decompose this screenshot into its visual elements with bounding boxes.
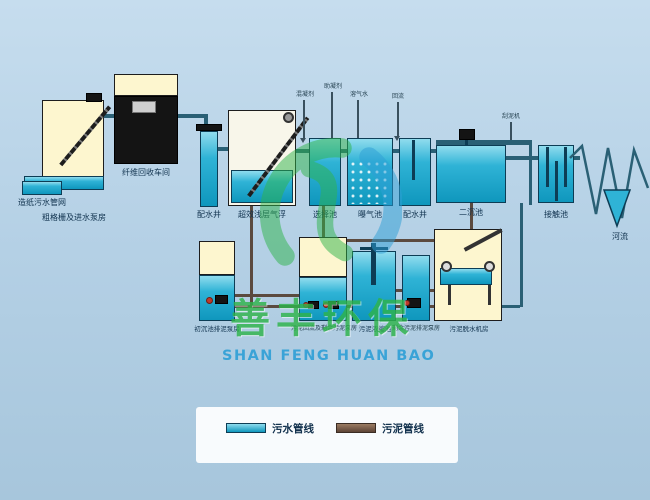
dosing2-label: 助凝剂 [323, 83, 342, 90]
coarse-screen-label: 粗格栅及进水泵房 [42, 213, 106, 222]
pipe-screen-to-fiber [96, 114, 114, 118]
distribution-well-2 [399, 138, 431, 206]
return-pump-2-motor [323, 302, 329, 308]
air-line [357, 100, 359, 138]
pipe-dewater-filtrate [502, 305, 520, 308]
coarse-screen-building [42, 100, 104, 180]
river-label: 河流 [612, 232, 628, 241]
primary-pump [215, 295, 228, 304]
primary-pump-wetwell [199, 275, 235, 321]
scraper-label: 刮泥机 [501, 113, 520, 120]
pipe-drop-well1 [204, 114, 208, 130]
sludge-pipe-primary-to-return [235, 294, 299, 297]
sludge-pipe-daf-down [250, 206, 253, 308]
belt-press-roller [484, 261, 495, 272]
well1-label: 配水井 [197, 210, 221, 219]
sludge-thickener [352, 251, 396, 321]
clarifier-bridge [436, 140, 532, 145]
screen-motor [86, 93, 102, 102]
scraper-line [510, 122, 512, 140]
primary-pump-motor [206, 297, 213, 304]
excess-pump-wetwell [402, 255, 430, 321]
fiber-recovery-label: 纤维回收车间 [122, 168, 170, 177]
pipe-clarifier-to-contact [506, 156, 538, 160]
clarifier-drive [459, 129, 475, 140]
return-line [397, 102, 399, 136]
fiber-recovery-equipment [132, 101, 156, 113]
sludge-pipe-pump-to-dewater [430, 289, 434, 292]
pipe-well2-to-clarifier [431, 149, 436, 153]
press-leg [488, 285, 491, 305]
arrow-down-icon [300, 138, 306, 143]
excess-pump-motor [404, 300, 410, 306]
return-label: 回流 [391, 93, 404, 100]
return-pump-label: 污泥回流及剩余污泥泵房 [290, 325, 357, 332]
well2-label: 配水井 [403, 210, 427, 219]
contact-baffle [555, 161, 558, 201]
pipe-contact-to-river [574, 156, 580, 160]
sewage-line-label: 污水管线 [272, 423, 314, 435]
fiber-recovery-roof [114, 74, 178, 96]
pipe-aeration-to-well2 [393, 149, 399, 153]
watermark-company-name: 善丰环保 [230, 296, 414, 342]
company-logo-watermark [259, 137, 402, 266]
contact-baffle [564, 147, 567, 187]
well1-cap [196, 124, 222, 131]
press-leg [448, 285, 451, 305]
clarifier-label: 二沉池 [459, 208, 483, 217]
sludge-pipe-clarifier-down [470, 203, 473, 240]
dosing1-line [303, 100, 305, 138]
contact-label: 接触池 [544, 210, 568, 219]
legend-panel [196, 407, 458, 463]
river-outfall-graphic [569, 143, 650, 229]
distribution-well-1 [200, 131, 218, 207]
daf-pulley [283, 112, 294, 123]
watermark-company-name-pinyin: SHAN FENG HUAN BAO [222, 348, 436, 364]
arrow-down-icon [394, 136, 400, 141]
return-pump-wetwell [299, 277, 347, 321]
sewage-line-swatch [226, 423, 266, 433]
dosing1-label: 混凝剂 [295, 91, 314, 98]
pipe-network-label: 造纸污水管网 [18, 198, 66, 207]
air-label: 溶气水 [349, 91, 368, 98]
well2-weir [412, 140, 415, 180]
sludge-line-swatch [336, 423, 376, 433]
primary-pump-label: 初沉池排泥泵房 [194, 325, 240, 333]
dewatering-label: 污泥脱水机房 [449, 325, 489, 333]
primary-pump-house [199, 241, 235, 275]
bridge-support [529, 145, 532, 205]
pipe-fiber-to-well [178, 114, 208, 118]
dosing2-line [331, 92, 333, 138]
return-pump-1-motor [303, 302, 309, 308]
belt-press-body [440, 268, 492, 285]
secondary-clarifier [436, 145, 506, 203]
aeration-label: 曝气池 [358, 210, 382, 219]
pipe-well1-to-daf [218, 147, 228, 151]
excess-pump-label: 剩余污泥排泥泵房 [391, 325, 440, 332]
sludge-pipe-clarifier-to-return [347, 239, 473, 242]
thickener-center-pipe [371, 243, 376, 285]
pipe-filtrate-riser [520, 203, 523, 307]
sludge-pipe-thickener-to-pump [396, 289, 402, 292]
thickener-label: 污泥浓缩池 [358, 325, 392, 333]
sludge-line-label: 污泥管线 [382, 423, 424, 435]
belt-press-roller [441, 261, 452, 272]
pipe-network-tank [22, 181, 62, 195]
contact-baffle [546, 147, 549, 187]
